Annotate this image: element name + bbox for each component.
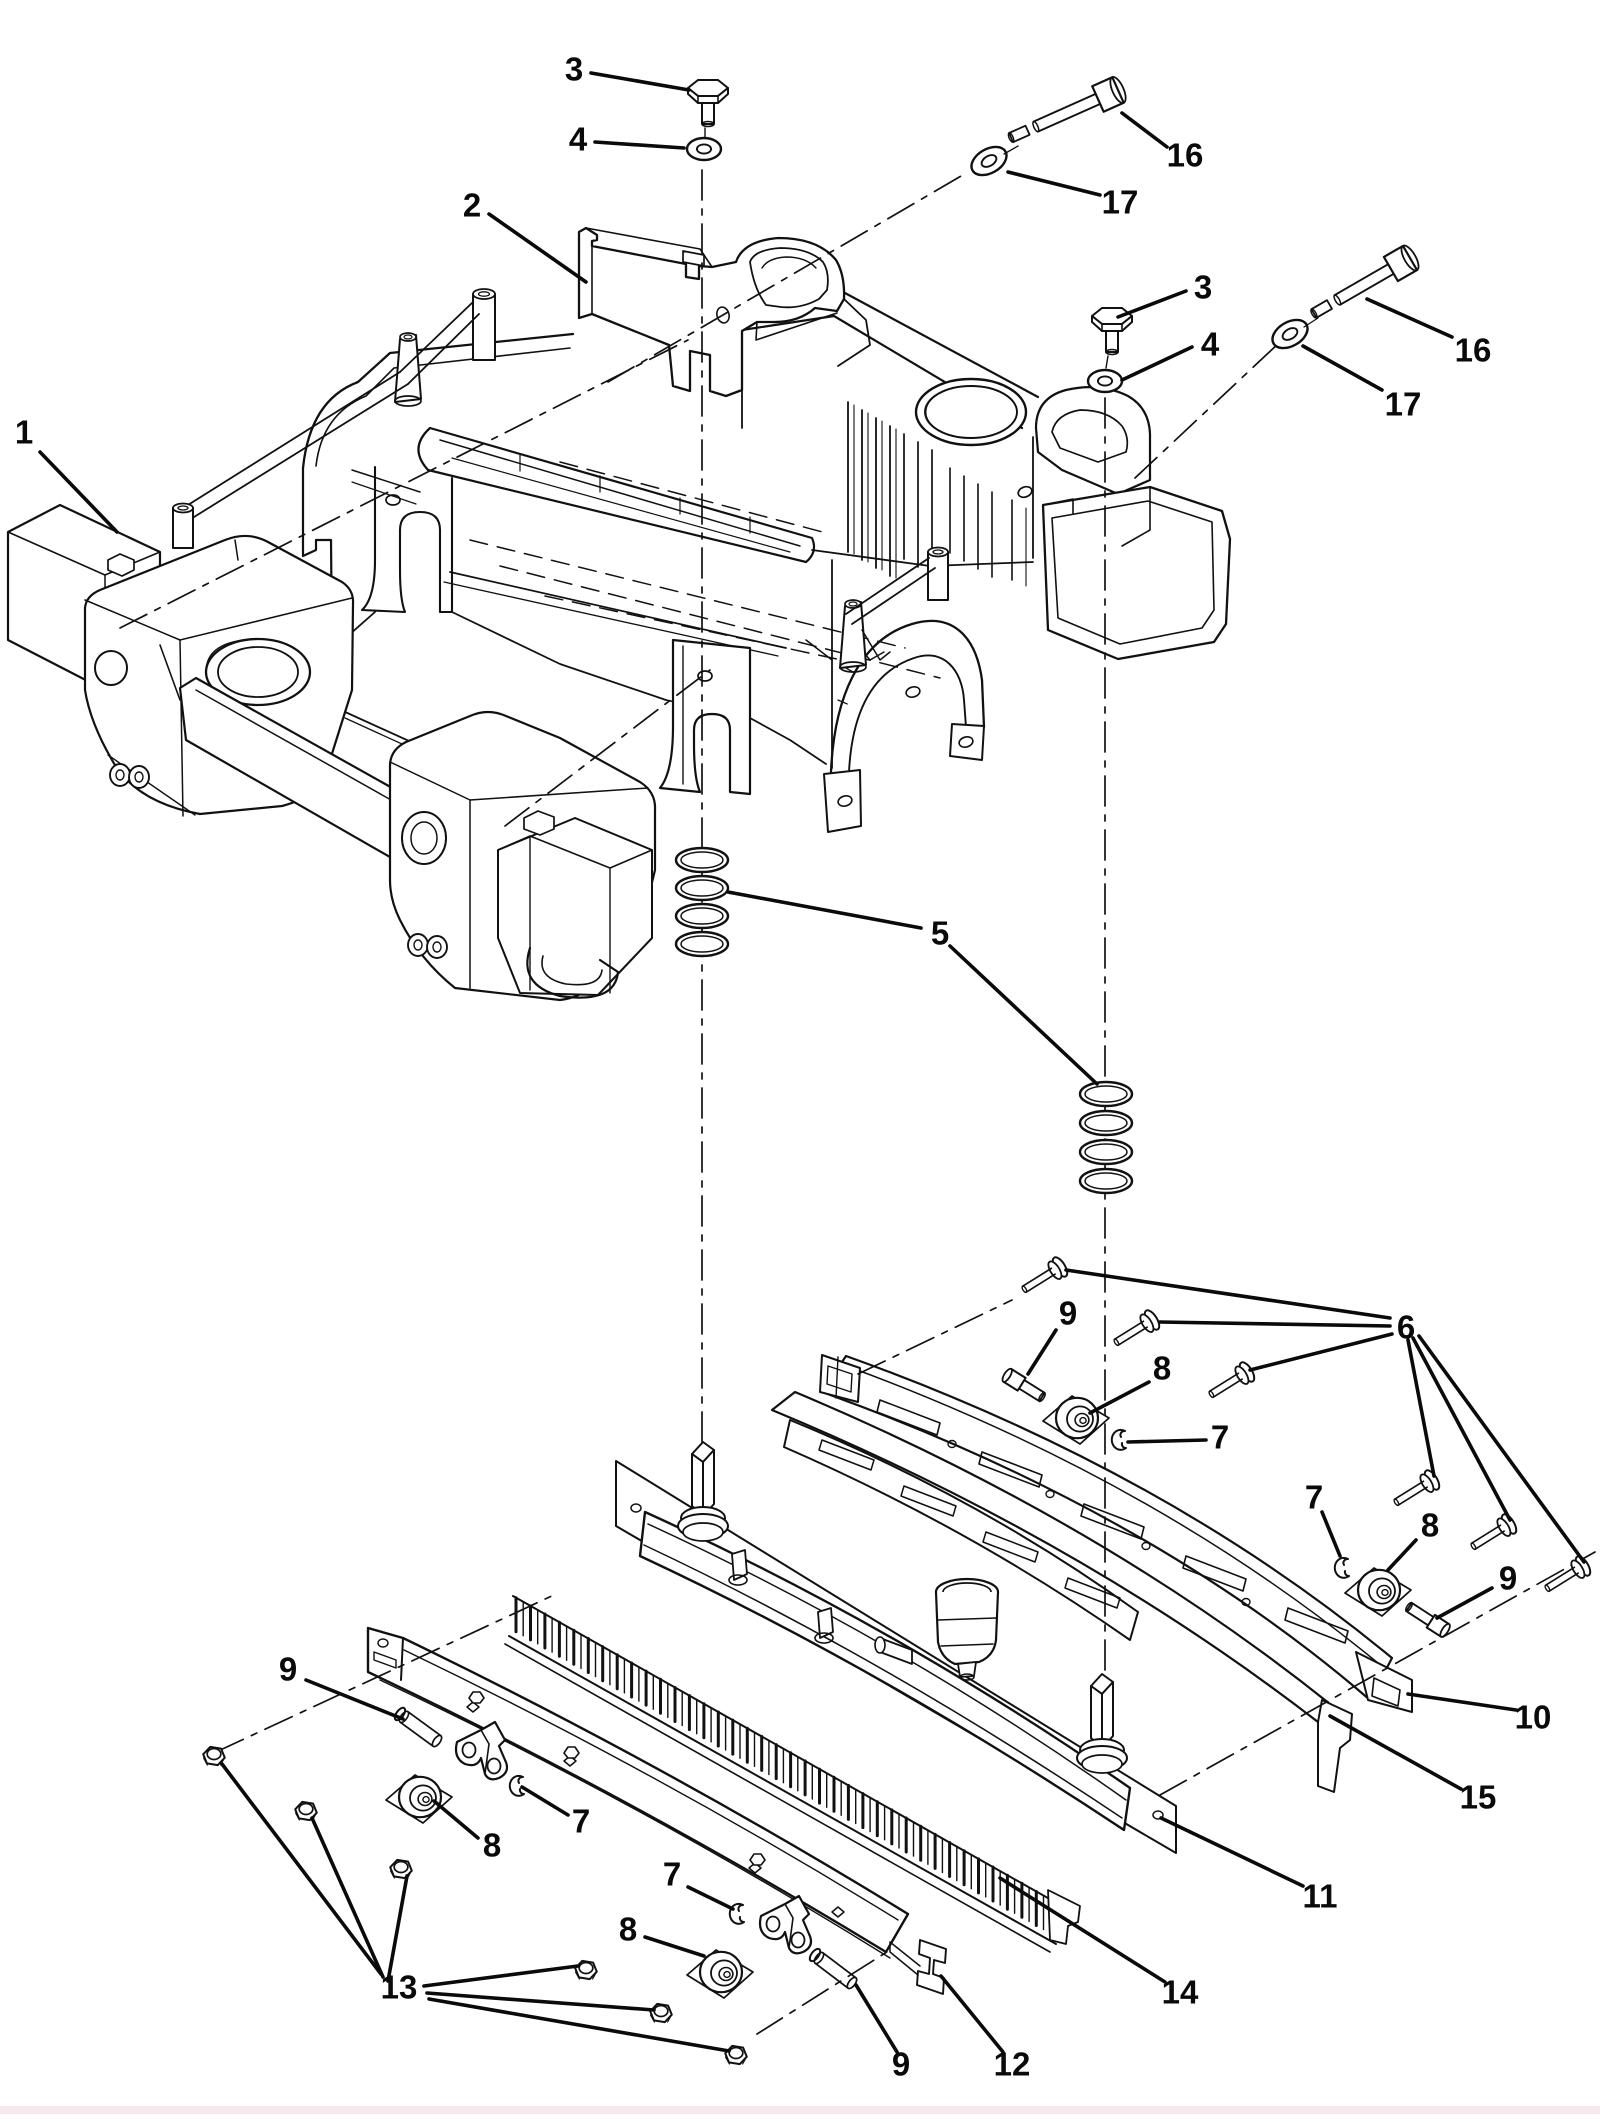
- svg-text:2: 2: [463, 187, 481, 224]
- svg-text:8: 8: [1421, 1507, 1439, 1544]
- svg-text:13: 13: [381, 1969, 418, 2006]
- svg-text:3: 3: [1194, 269, 1212, 306]
- svg-text:16: 16: [1167, 137, 1204, 174]
- svg-text:7: 7: [663, 1856, 681, 1893]
- svg-text:4: 4: [569, 121, 588, 158]
- svg-text:14: 14: [1162, 1974, 1199, 2011]
- svg-text:12: 12: [994, 2046, 1031, 2083]
- svg-text:4: 4: [1201, 326, 1220, 363]
- svg-text:17: 17: [1385, 386, 1422, 423]
- svg-text:11: 11: [1303, 1878, 1338, 1915]
- svg-text:8: 8: [1153, 1350, 1171, 1387]
- svg-text:8: 8: [619, 1911, 637, 1948]
- svg-text:8: 8: [483, 1827, 501, 1864]
- svg-text:7: 7: [1211, 1419, 1229, 1456]
- svg-text:9: 9: [1059, 1295, 1077, 1332]
- svg-text:10: 10: [1515, 1699, 1552, 1736]
- svg-text:9: 9: [279, 1651, 297, 1688]
- svg-text:1: 1: [15, 414, 33, 451]
- svg-text:5: 5: [931, 915, 949, 952]
- svg-text:15: 15: [1460, 1779, 1497, 1816]
- svg-text:6: 6: [1397, 1309, 1415, 1346]
- svg-text:9: 9: [892, 2046, 910, 2083]
- svg-text:7: 7: [572, 1803, 590, 1840]
- svg-text:9: 9: [1499, 1560, 1517, 1597]
- svg-text:3: 3: [565, 51, 583, 88]
- svg-text:7: 7: [1305, 1479, 1323, 1516]
- svg-text:17: 17: [1102, 184, 1139, 221]
- svg-text:16: 16: [1455, 332, 1492, 369]
